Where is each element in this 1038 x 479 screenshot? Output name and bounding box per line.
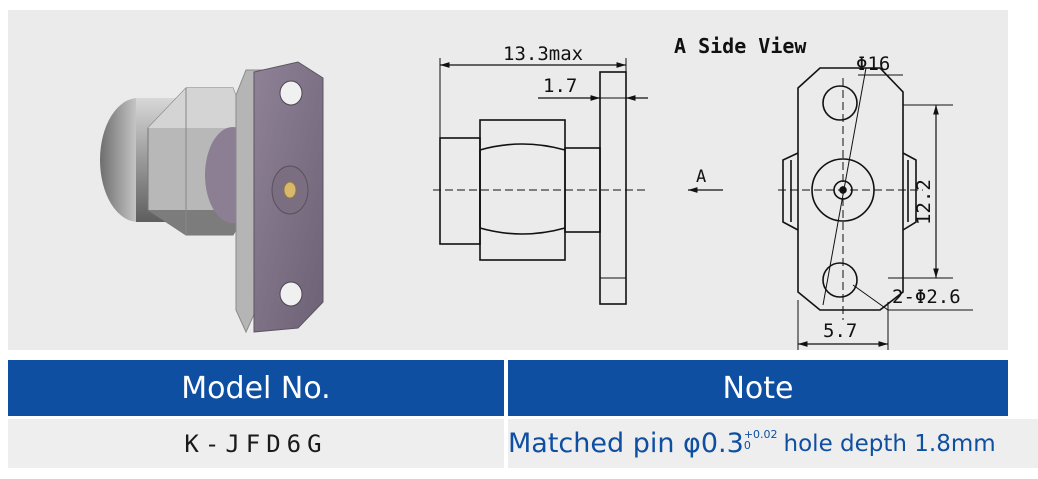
pin-tolerance: +0.02 0 bbox=[744, 429, 778, 451]
front-view-drawing bbox=[778, 67, 973, 350]
mount-hole-label: 2-Φ2.6 bbox=[892, 286, 961, 308]
note-rest: hole depth 1.8mm bbox=[783, 430, 996, 457]
connector-render-image bbox=[100, 61, 324, 334]
tolerance-upper: +0.02 bbox=[743, 427, 778, 441]
overall-length-label: 13.3max bbox=[503, 43, 583, 65]
view-arrow-label: A bbox=[696, 167, 706, 187]
tolerance-lower: 0 bbox=[743, 438, 751, 452]
model-number-cell: K-JFD6G bbox=[8, 419, 504, 468]
hole-pitch-label: Φ16 bbox=[856, 53, 890, 75]
side-elevation-drawing bbox=[433, 58, 648, 305]
side-view-title: A Side View bbox=[674, 34, 807, 58]
height-label: 12.2 bbox=[913, 179, 935, 225]
view-direction-arrow: A bbox=[688, 167, 723, 193]
note-cell: Matched pin φ0.3 +0.02 0 hole depth 1.8m… bbox=[508, 419, 1038, 468]
header-model-no: Model No. bbox=[8, 360, 504, 416]
product-drawing-panel: 13.3max 1.7 A A Side View bbox=[8, 10, 1008, 350]
header-note: Note bbox=[508, 360, 1008, 416]
spec-table: Model No. Note K-JFD6G Matched pin φ0.3 … bbox=[8, 360, 1038, 470]
width-label: 5.7 bbox=[823, 320, 857, 342]
flange-thickness-label: 1.7 bbox=[543, 75, 577, 97]
technical-drawing: 13.3max 1.7 A A Side View bbox=[100, 34, 973, 350]
note-main: Matched pin φ0.3 bbox=[508, 428, 744, 459]
